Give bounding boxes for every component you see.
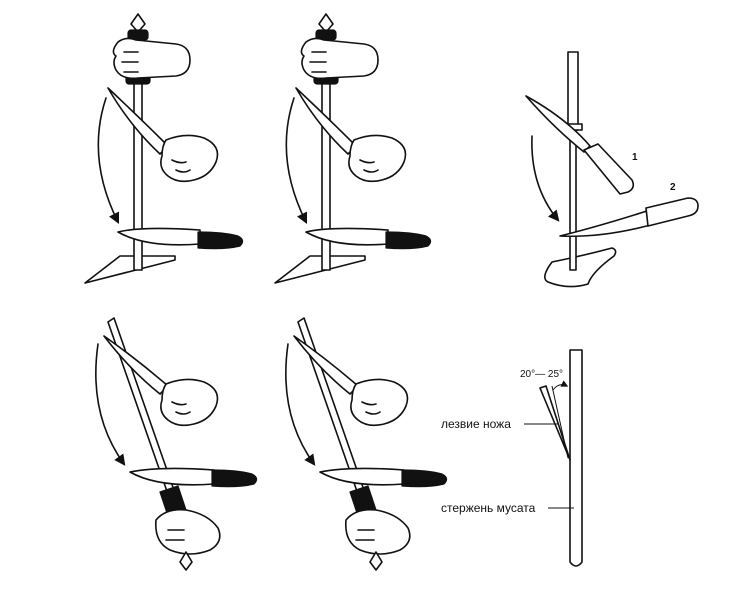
motion-arrow bbox=[285, 97, 308, 225]
knife-blade-position-1 bbox=[525, 95, 591, 153]
finger-lines bbox=[355, 529, 375, 541]
rod-tip-knob bbox=[130, 13, 146, 33]
cutting-board bbox=[84, 255, 176, 284]
rod-handle bbox=[567, 51, 579, 131]
finger-lines bbox=[121, 51, 139, 73]
rod-tip-knob bbox=[318, 13, 334, 33]
hand-holding-knife bbox=[160, 378, 219, 427]
knife-handle-lower bbox=[401, 469, 448, 488]
knife-blade-lower bbox=[305, 227, 389, 246]
hand-holding-rod bbox=[344, 508, 411, 555]
blade-label: лезвие ножа bbox=[441, 417, 511, 431]
hand-holding-knife bbox=[160, 134, 219, 183]
hand-holding-knife bbox=[348, 134, 407, 183]
motion-arrow bbox=[531, 135, 560, 222]
angle-label: 20°— 25° bbox=[520, 369, 563, 380]
step-2-label: 2 bbox=[670, 182, 676, 193]
panel-angled-rod-1 bbox=[95, 317, 258, 571]
honing-rod bbox=[569, 129, 577, 271]
hand-holding-knife bbox=[350, 378, 409, 427]
panel-rod-on-counter: 1 2 bbox=[525, 51, 699, 288]
motion-arrow bbox=[285, 343, 316, 466]
motion-arrow bbox=[95, 343, 126, 466]
rod-label: стержень мусата bbox=[441, 501, 536, 515]
hand-holding-rod bbox=[300, 37, 379, 80]
hand-holding-rod bbox=[154, 508, 221, 555]
rod-schematic bbox=[569, 349, 583, 567]
step-1-label: 1 bbox=[632, 152, 638, 163]
finger-lines bbox=[165, 529, 185, 541]
motion-arrow bbox=[97, 97, 120, 225]
knife-handle-lower bbox=[197, 231, 244, 250]
finger-lines bbox=[171, 401, 191, 415]
finger-lines bbox=[359, 159, 379, 173]
knife-blade-lower bbox=[319, 467, 405, 486]
counter-base bbox=[544, 247, 617, 288]
knife-blade-lower bbox=[129, 467, 215, 486]
finger-lines bbox=[171, 159, 191, 173]
cutting-board bbox=[274, 255, 366, 284]
blade-edge-line bbox=[551, 385, 569, 459]
rod-end-knob bbox=[179, 551, 193, 571]
hand-holding-rod bbox=[112, 37, 191, 80]
knife-handle-position-1 bbox=[583, 143, 635, 195]
panel-vertical-rod-2 bbox=[274, 13, 432, 284]
knife-handle-lower bbox=[385, 231, 432, 250]
finger-lines bbox=[309, 51, 327, 73]
panel-angled-rod-2 bbox=[285, 317, 448, 571]
finger-lines bbox=[361, 401, 381, 415]
rod-end-knob bbox=[369, 551, 383, 571]
knife-blade-lower bbox=[117, 227, 201, 246]
panel-vertical-rod-1 bbox=[84, 13, 244, 284]
knife-handle-lower bbox=[211, 469, 258, 488]
knife-handle-position-2 bbox=[645, 197, 699, 227]
angle-arc bbox=[552, 380, 569, 391]
panel-angle-schematic: 20°— 25° лезвие ножа стержень мусата bbox=[441, 349, 583, 567]
